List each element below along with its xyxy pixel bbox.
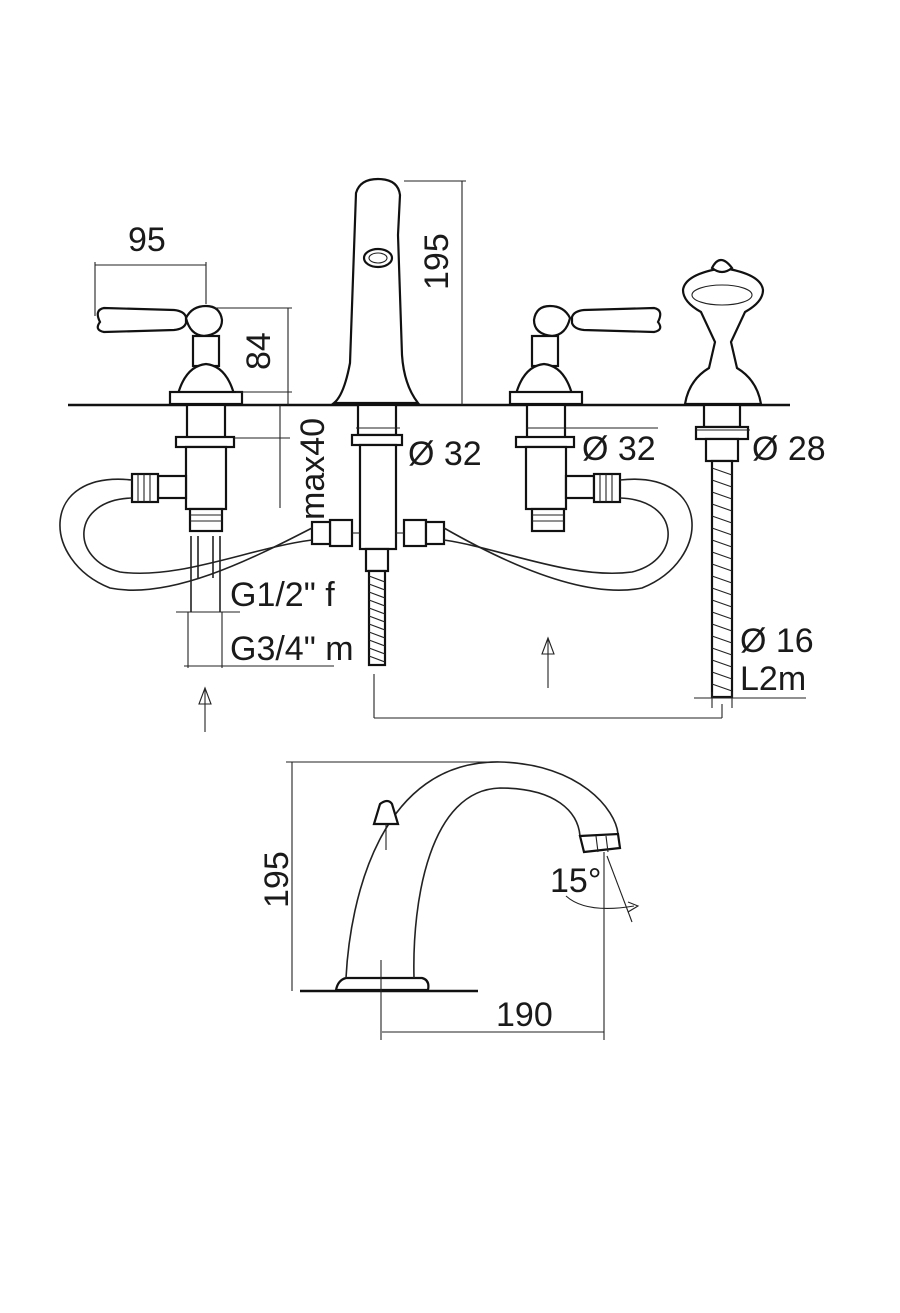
flex-hoses bbox=[59, 478, 693, 591]
right-valve bbox=[508, 304, 662, 533]
dimension-lines-top bbox=[94, 180, 806, 732]
handle-reach-dim: 95 bbox=[128, 221, 166, 259]
hole-valve-right-dim: Ø 32 bbox=[582, 430, 656, 468]
spout-projection-dim: 190 bbox=[496, 996, 553, 1034]
thread-male-dim: G3/4" m bbox=[230, 630, 354, 668]
hand-shower bbox=[681, 258, 765, 699]
max-deck-dim: max40 bbox=[294, 418, 332, 520]
side-view-spout bbox=[300, 761, 622, 1040]
hose-diameter-dim: Ø 16 bbox=[740, 622, 814, 660]
side-height-dim: 195 bbox=[258, 851, 296, 908]
left-valve bbox=[96, 304, 244, 533]
center-spout bbox=[310, 177, 446, 573]
handle-height-dim: 84 bbox=[240, 332, 278, 370]
spout-height-top-dim: 195 bbox=[418, 233, 456, 290]
spout-angle-dim: 15° bbox=[550, 862, 601, 900]
hole-shower-dim: Ø 28 bbox=[752, 430, 826, 468]
dimension-lines-side bbox=[286, 761, 640, 1040]
thread-female-dim: G1/2" f bbox=[230, 576, 335, 614]
spout-hose bbox=[367, 569, 387, 667]
hole-spout-dim: Ø 32 bbox=[408, 435, 482, 473]
hose-length-dim: L2m bbox=[740, 660, 806, 698]
